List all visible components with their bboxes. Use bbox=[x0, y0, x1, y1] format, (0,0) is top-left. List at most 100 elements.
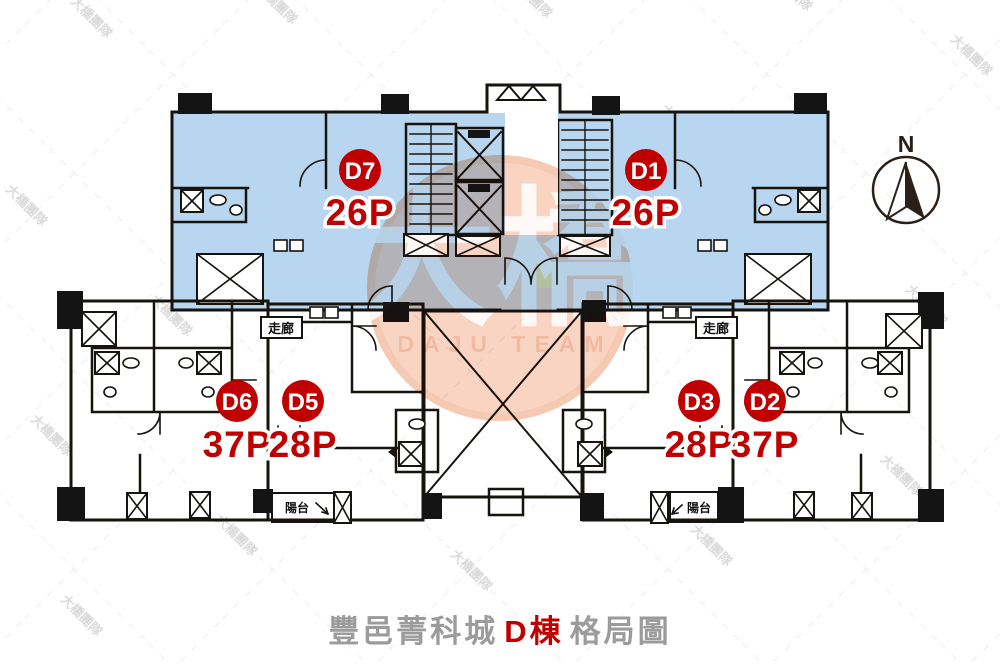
kitchen-counter-icon bbox=[289, 239, 304, 252]
svg-text:走廊: 走廊 bbox=[703, 321, 729, 336]
arrow-icon bbox=[670, 503, 684, 516]
compass-north-label: N bbox=[898, 131, 915, 157]
svg-text:陽台: 陽台 bbox=[285, 500, 309, 515]
svg-text:D7: D7 bbox=[345, 158, 376, 185]
bottom-xbox bbox=[851, 492, 873, 520]
unit-d1-interior bbox=[607, 110, 830, 311]
column bbox=[580, 493, 604, 521]
corridor-label-right: 走廊 bbox=[695, 316, 738, 339]
logo-house-icon bbox=[535, 262, 561, 288]
bottom-xbox bbox=[793, 491, 815, 519]
bathroom-xbox bbox=[94, 351, 120, 375]
svg-text:D3: D3 bbox=[684, 389, 715, 416]
door-arc bbox=[299, 159, 327, 187]
badge-d1: D1 26P bbox=[608, 149, 683, 237]
unit-badges: D7 26P D1 26P D6 37P D5 28P D3 28P D2 37… bbox=[199, 149, 802, 469]
toilet-icon bbox=[201, 386, 215, 398]
kitchen-counter-icon bbox=[697, 239, 712, 252]
arrow-icon bbox=[314, 501, 330, 516]
badge-d5: D5 28P bbox=[265, 380, 340, 469]
compass-icon: N bbox=[871, 131, 941, 225]
people-count: 28P bbox=[665, 424, 734, 465]
side-xbox bbox=[81, 311, 117, 347]
connector-brace-right bbox=[744, 253, 812, 305]
entry-arrow-icon bbox=[388, 446, 396, 458]
column bbox=[718, 487, 744, 523]
column bbox=[178, 93, 212, 114]
unit-d5-interior bbox=[266, 302, 440, 474]
door-arc bbox=[351, 325, 377, 351]
kitchen-counter-icon bbox=[324, 306, 339, 319]
sink-icon bbox=[408, 418, 426, 430]
logo-main-text: 大橋 bbox=[346, 176, 647, 344]
title-suffix: 格局圖 bbox=[569, 614, 672, 649]
svg-text:D1: D1 bbox=[631, 158, 662, 185]
bottom-wing: 走廊 走廊 陽台 陽台 bbox=[57, 291, 944, 524]
svg-text:走廊: 走廊 bbox=[268, 321, 294, 336]
badge-d2: D2 37P bbox=[727, 380, 802, 469]
balcony-left: 陽台 bbox=[271, 491, 352, 524]
svg-text:D2: D2 bbox=[750, 389, 781, 416]
svg-text:D5: D5 bbox=[288, 389, 319, 416]
bathroom-xbox bbox=[180, 189, 204, 213]
sink-icon bbox=[209, 194, 227, 206]
toilet-icon bbox=[758, 204, 772, 216]
unit-d2-interior bbox=[744, 299, 911, 522]
bathroom-xbox bbox=[398, 441, 424, 467]
people-count: 37P bbox=[203, 424, 272, 465]
people-count: 28P bbox=[269, 424, 338, 465]
svg-text:D6: D6 bbox=[222, 389, 253, 416]
toilet-icon bbox=[103, 386, 117, 398]
column bbox=[57, 487, 85, 521]
column bbox=[794, 93, 827, 114]
logo-sub-text: DAJU TEAM bbox=[397, 331, 612, 357]
people-count: 37P bbox=[731, 424, 800, 465]
sink-icon bbox=[861, 357, 879, 369]
column bbox=[253, 489, 273, 513]
bottom-xbox bbox=[189, 491, 211, 519]
column bbox=[381, 94, 409, 114]
unit-d2-floor bbox=[731, 299, 932, 522]
kitchen-counter-icon bbox=[677, 306, 692, 319]
svg-text:陽台: 陽台 bbox=[687, 500, 711, 515]
door-arc bbox=[699, 425, 723, 449]
door-arc bbox=[277, 425, 301, 449]
badge-d7: D7 26P bbox=[322, 149, 397, 237]
door-arc bbox=[674, 159, 702, 187]
bottom-xbox bbox=[126, 492, 148, 520]
people-count: 26P bbox=[326, 192, 395, 233]
kitchen-counter-icon bbox=[273, 239, 288, 252]
connector-brace-left bbox=[196, 253, 264, 305]
side-xbox bbox=[885, 313, 923, 349]
title-project: 豐邑菁科城 bbox=[328, 614, 499, 649]
people-count: 26P bbox=[612, 192, 681, 233]
bathroom-xbox bbox=[779, 351, 805, 375]
unit-d7-interior bbox=[170, 110, 393, 311]
door-arc bbox=[840, 411, 864, 435]
corridor-label-left: 走廊 bbox=[260, 316, 303, 339]
door-arc bbox=[623, 325, 649, 351]
sink-icon bbox=[807, 357, 823, 369]
badge-d3: D3 28P bbox=[661, 380, 736, 469]
sink-icon bbox=[122, 357, 140, 369]
daju-logo-watermark: 大橋 DAJU TEAM bbox=[346, 155, 647, 421]
bathroom-xbox bbox=[877, 351, 903, 375]
roof-hatch-icon bbox=[494, 84, 548, 101]
toilet-icon bbox=[229, 204, 243, 216]
column bbox=[422, 493, 442, 519]
column bbox=[918, 489, 944, 522]
title-building: D棟 bbox=[504, 614, 564, 649]
bathroom-xbox bbox=[797, 189, 821, 213]
sink-icon bbox=[774, 194, 792, 206]
bathroom-xbox bbox=[196, 351, 222, 375]
sink-icon bbox=[575, 418, 593, 430]
bathroom-xbox bbox=[577, 441, 603, 467]
door-arc bbox=[137, 411, 161, 435]
balcony-xbox bbox=[650, 491, 669, 524]
column bbox=[57, 291, 83, 329]
kitchen-counter-icon bbox=[662, 306, 677, 319]
toilet-icon bbox=[884, 386, 898, 398]
